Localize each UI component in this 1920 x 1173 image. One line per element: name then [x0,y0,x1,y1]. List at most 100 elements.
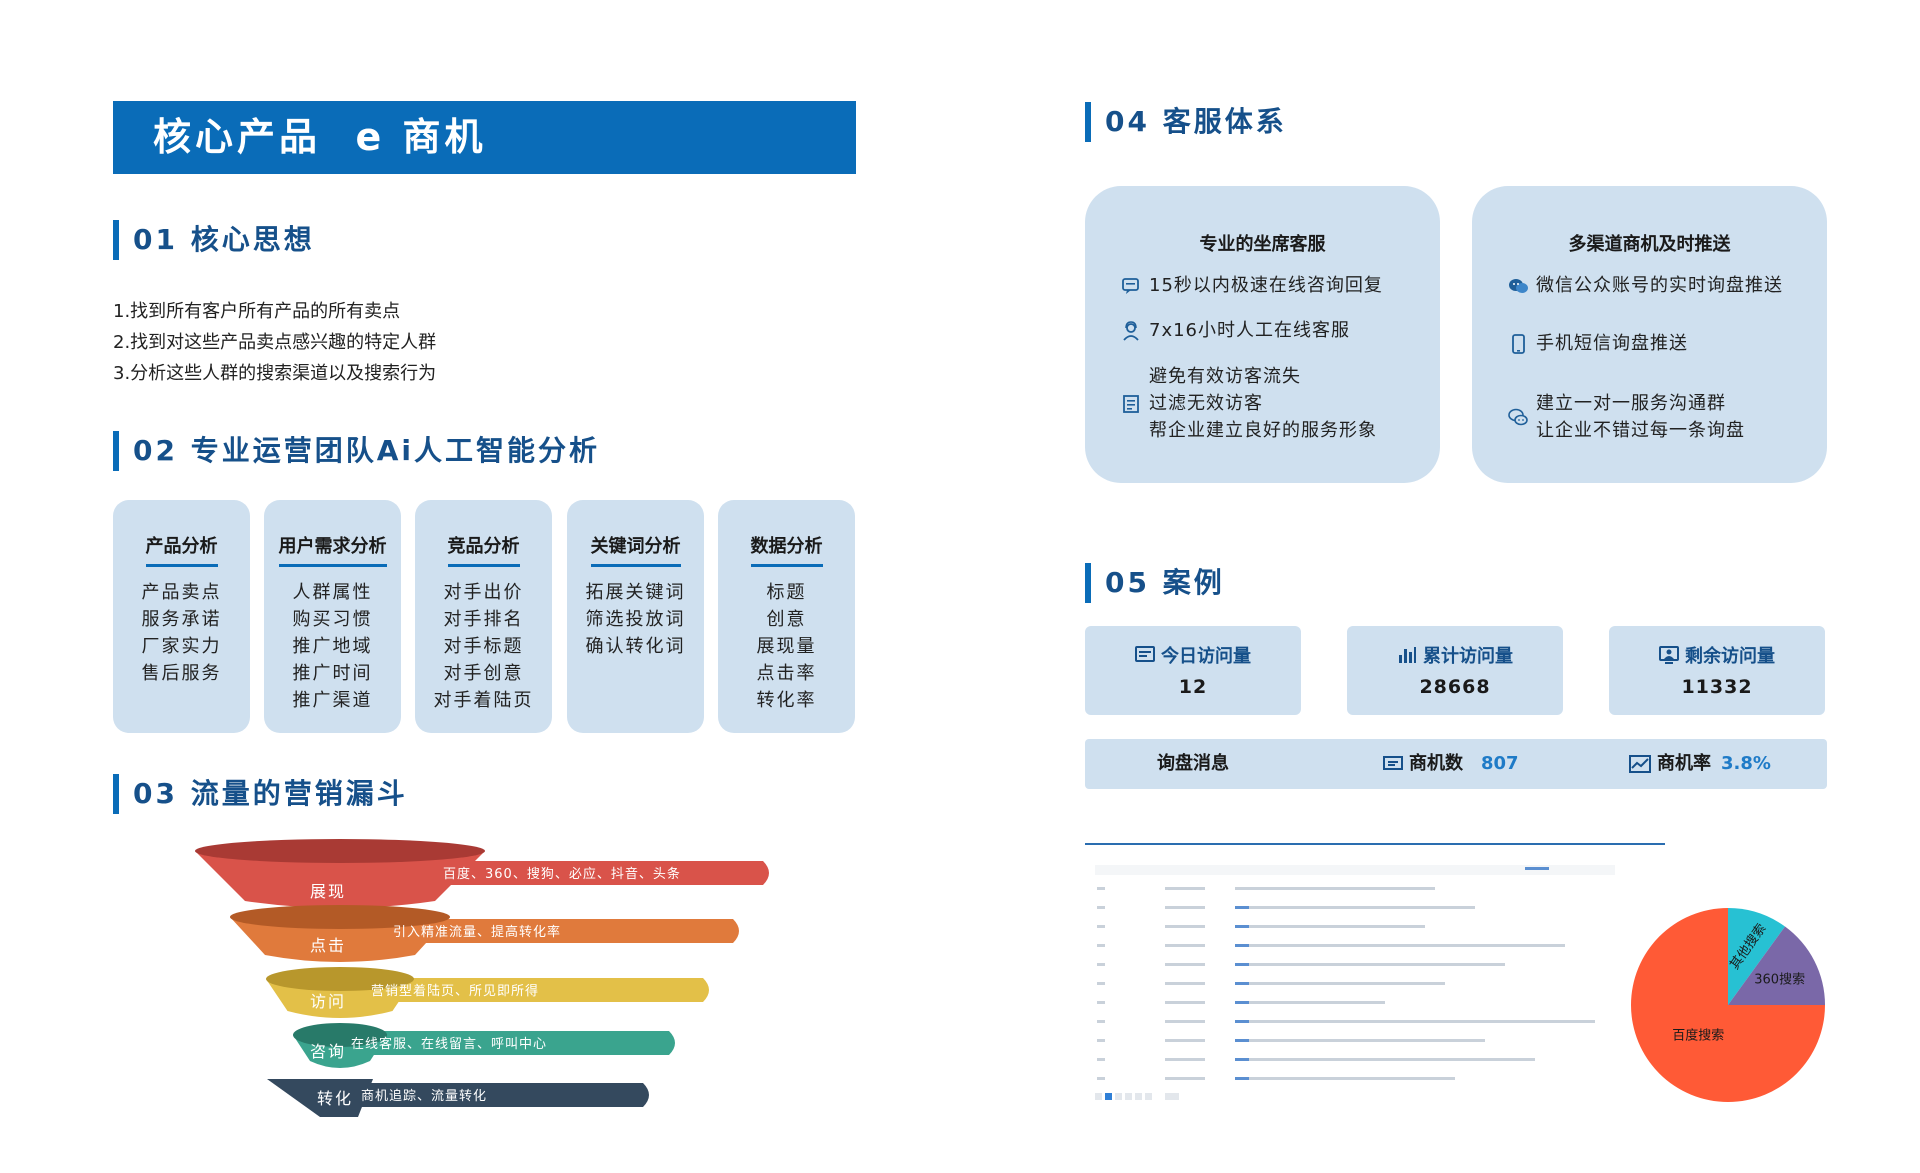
analysis-card: 关键词分析拓展关键词筛选投放词确认转化词 [567,500,704,733]
service-row: 7x16小时人工在线客服 [1121,317,1430,344]
service-row-text: 避免有效访客流失过滤无效访客帮企业建立良好的服务形象 [1149,363,1377,444]
analysis-card-item: 点击率 [756,663,817,684]
service-box-title: 专业的坐席客服 [1199,234,1326,255]
pie-label: 百度搜索 [1672,1028,1724,1044]
wechat-icon [1509,278,1528,293]
analysis-card-item: 筛选投放词 [585,609,686,630]
core-point: 1.找到所有客户所有产品的所有卖点 [113,301,401,322]
analysis-card-item: 服务承诺 [141,609,222,630]
funnel-ribbon [363,978,709,1002]
analysis-card-item: 厂家实力 [141,636,222,657]
stat-value: 12 [1178,676,1208,698]
service-row: 微信公众账号的实时询盘推送 [1508,272,1817,299]
service-box-push: 多渠道商机及时推送 微信公众账号的实时询盘推送手机短信询盘推送建立一对一服务沟通… [1472,186,1827,483]
core-point: 3.分析这些人群的搜索渠道以及搜索行为 [113,363,437,384]
monitor-icon [1383,756,1403,770]
stat-label-text: 今日访问量 [1161,646,1251,667]
section-ai-analysis-heading: 02 专业运营团队Ai人工智能分析 [113,431,600,471]
inquiry-bar: 询盘消息 商机数 807 商机率 3.8% [1085,739,1827,789]
service-row-line: 手机短信询盘推送 [1536,333,1688,354]
analysis-card-items: 对手出价对手排名对手标题对手创意对手着陆页 [415,579,552,714]
service-box-title: 多渠道商机及时推送 [1568,234,1731,255]
analysis-card-item: 转化率 [756,690,817,711]
pie-slice [1631,908,1825,1102]
funnel-body [195,851,485,908]
stat-card: 今日访问量 12 [1085,626,1301,715]
service-row-text: 微信公众账号的实时询盘推送 [1536,272,1783,299]
screenshot-divider [1085,843,1665,845]
service-row-text: 15秒以内极速在线咨询回复 [1149,272,1383,299]
leads-label: 商机数 [1409,753,1463,774]
stat-label-text: 累计访问量 [1423,646,1513,667]
analysis-card-item: 售后服务 [141,663,222,684]
funnel-stage-label: 咨询 [310,1042,346,1061]
funnel-stage: 咨询在线客服、在线留言、呼叫中心 [293,1023,675,1068]
rate-label: 商机率 [1657,753,1711,774]
analysis-card-item: 推广时间 [292,663,373,684]
analysis-card-item: 确认转化词 [585,636,686,657]
funnel-stage-desc: 引入精准流量、提高转化率 [393,924,561,940]
analysis-card-item: 对手排名 [443,609,524,630]
funnel-stage-desc: 在线客服、在线留言、呼叫中心 [351,1036,547,1052]
inquiry-label: 询盘消息 [1157,753,1229,774]
banner-title: 核心产品 e 商机 [153,115,487,159]
funnel-ribbon [343,1031,675,1055]
core-points-list: 1.找到所有客户所有产品的所有卖点 2.找到对这些产品卖点感兴趣的特定人群 3.… [113,296,436,389]
funnel-ribbon [385,919,739,943]
service-row-line: 过滤无效访客 [1149,393,1263,414]
stat-label: 今日访问量 [1085,642,1301,668]
analysis-card: 用户需求分析人群属性购买习惯推广地域推广时间推广渠道 [264,500,401,733]
pie-label: 360搜索 [1754,973,1805,988]
analysis-card-items: 人群属性购买习惯推广地域推广时间推广渠道 [264,579,401,714]
analysis-card: 竞品分析对手出价对手排名对手标题对手创意对手着陆页 [415,500,552,733]
service-row-line: 避免有效访客流失 [1149,366,1301,387]
pie-slice [1728,926,1825,1005]
group-chat-icon [1508,408,1528,426]
agent-icon [1123,320,1139,341]
analysis-card-item: 人群属性 [292,582,373,603]
service-row-text: 7x16小时人工在线客服 [1149,317,1350,344]
document-icon [1123,394,1139,413]
analysis-card-title: 关键词分析 [590,532,681,567]
stat-card: 累计访问量 28668 [1347,626,1563,715]
service-row: 避免有效访客流失过滤无效访客帮企业建立良好的服务形象 [1121,363,1430,444]
analysis-card: 数据分析标题创意展现量点击率转化率 [718,500,855,733]
leads-count: 商机数 807 [1383,739,1519,789]
section-cases-heading: 05 案例 [1085,563,1225,603]
analysis-card-item: 推广渠道 [292,690,373,711]
analysis-card-item: 对手出价 [443,582,524,603]
bar-chart-icon [1399,647,1416,663]
analysis-card-item: 展现量 [756,636,817,657]
analysis-card-item: 产品卖点 [141,582,222,603]
analysis-card-title: 产品分析 [145,532,218,567]
stat-value: 28668 [1419,676,1491,698]
marketing-funnel: 展现百度、360、搜狗、必应、抖音、头条点击引入精准流量、提高转化率访问营销型着… [195,839,769,1117]
funnel-ribbon [425,861,769,885]
line-chart-icon [1629,755,1651,773]
stat-value: 11332 [1681,676,1753,698]
section-funnel-heading: 03 流量的营销漏斗 [113,774,408,814]
service-row-line: 让企业不错过每一条询盘 [1536,420,1745,441]
funnel-ribbon [317,1083,649,1107]
service-row-line: 建立一对一服务沟通群 [1536,393,1726,414]
analysis-card-item: 创意 [766,609,807,630]
section-service-heading: 04 客服体系 [1085,102,1287,142]
analysis-card-items: 标题创意展现量点击率转化率 [718,579,855,714]
chat-icon [1122,277,1139,294]
mobile-icon [1512,333,1525,354]
core-point: 2.找到对这些产品卖点感兴趣的特定人群 [113,332,437,353]
funnel-rim [230,905,450,929]
service-row-line: 帮企业建立良好的服务形象 [1149,420,1377,441]
stat-label: 剩余访问量 [1609,642,1825,668]
analysis-card-item: 对手着陆页 [433,690,534,711]
screen-user-icon [1659,646,1679,664]
analysis-card-title: 用户需求分析 [278,532,387,567]
service-box-agents: 专业的坐席客服 15秒以内极速在线咨询回复 7x16小时人工在线客服避免有效访客流… [1085,186,1440,483]
funnel-stage-label: 访问 [310,992,346,1011]
funnel-stage-label: 展现 [310,882,346,901]
analysis-card-item: 标题 [766,582,807,603]
funnel-body [230,917,450,962]
